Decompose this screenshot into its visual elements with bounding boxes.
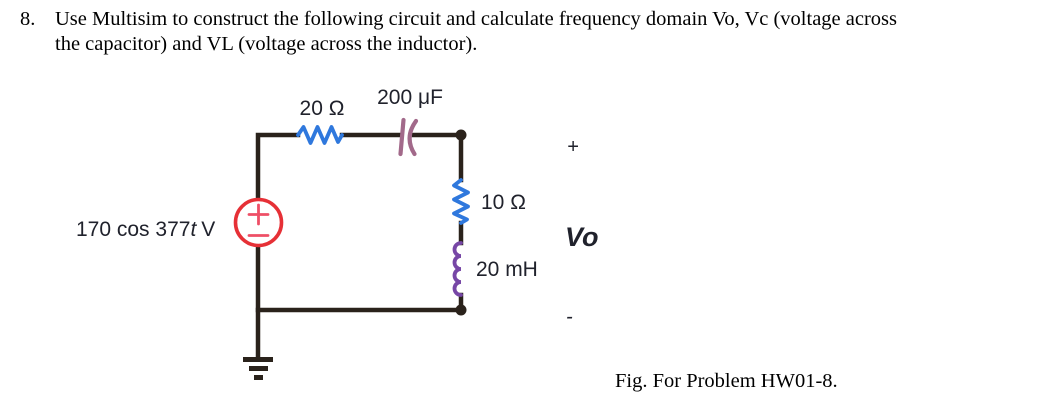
vo-minus-sign: - [566,306,573,328]
resistor-10ohm [452,178,470,225]
figure-caption: Fig. For Problem HW01-8. [615,370,838,392]
source-label-variable: t [190,218,197,241]
problem-text-line1: Use Multisim to construct the following … [55,8,897,30]
capacitor-plate-left [398,117,406,157]
node-dot-top-right [455,129,467,141]
capacitor-200uf [398,117,419,157]
source-label-prefix: 170 cos 377 [76,218,190,241]
node-dots [455,129,467,316]
capacitor-plate-right [407,118,419,157]
voltage-source [233,197,284,248]
resistor-20ohm [296,125,344,145]
vo-label: Vo [565,222,599,252]
problem-text-line2: the capacitor) and VL (voltage across th… [55,32,478,55]
node-dot-bottom-right [455,304,467,316]
vo-plus-sign: + [567,136,579,158]
capacitor-label: 200 μF [377,86,443,109]
ground-symbol [243,357,273,380]
inductor-label: 20 mH [476,258,538,281]
resistor-right-label: 10 Ω [481,191,526,214]
source-polarity-icon [247,203,270,237]
problem-text: Use Multisim to construct the following … [55,7,897,56]
inductor-20mh [452,241,463,297]
wire-top-left [255,132,301,202]
problem-number: 8. [20,8,36,30]
problem-statement: 8. Use Multisim to construct the followi… [20,7,897,56]
resistor-top-label: 20 Ω [300,97,345,120]
source-label-suffix: V [201,218,215,241]
wires [255,132,464,360]
